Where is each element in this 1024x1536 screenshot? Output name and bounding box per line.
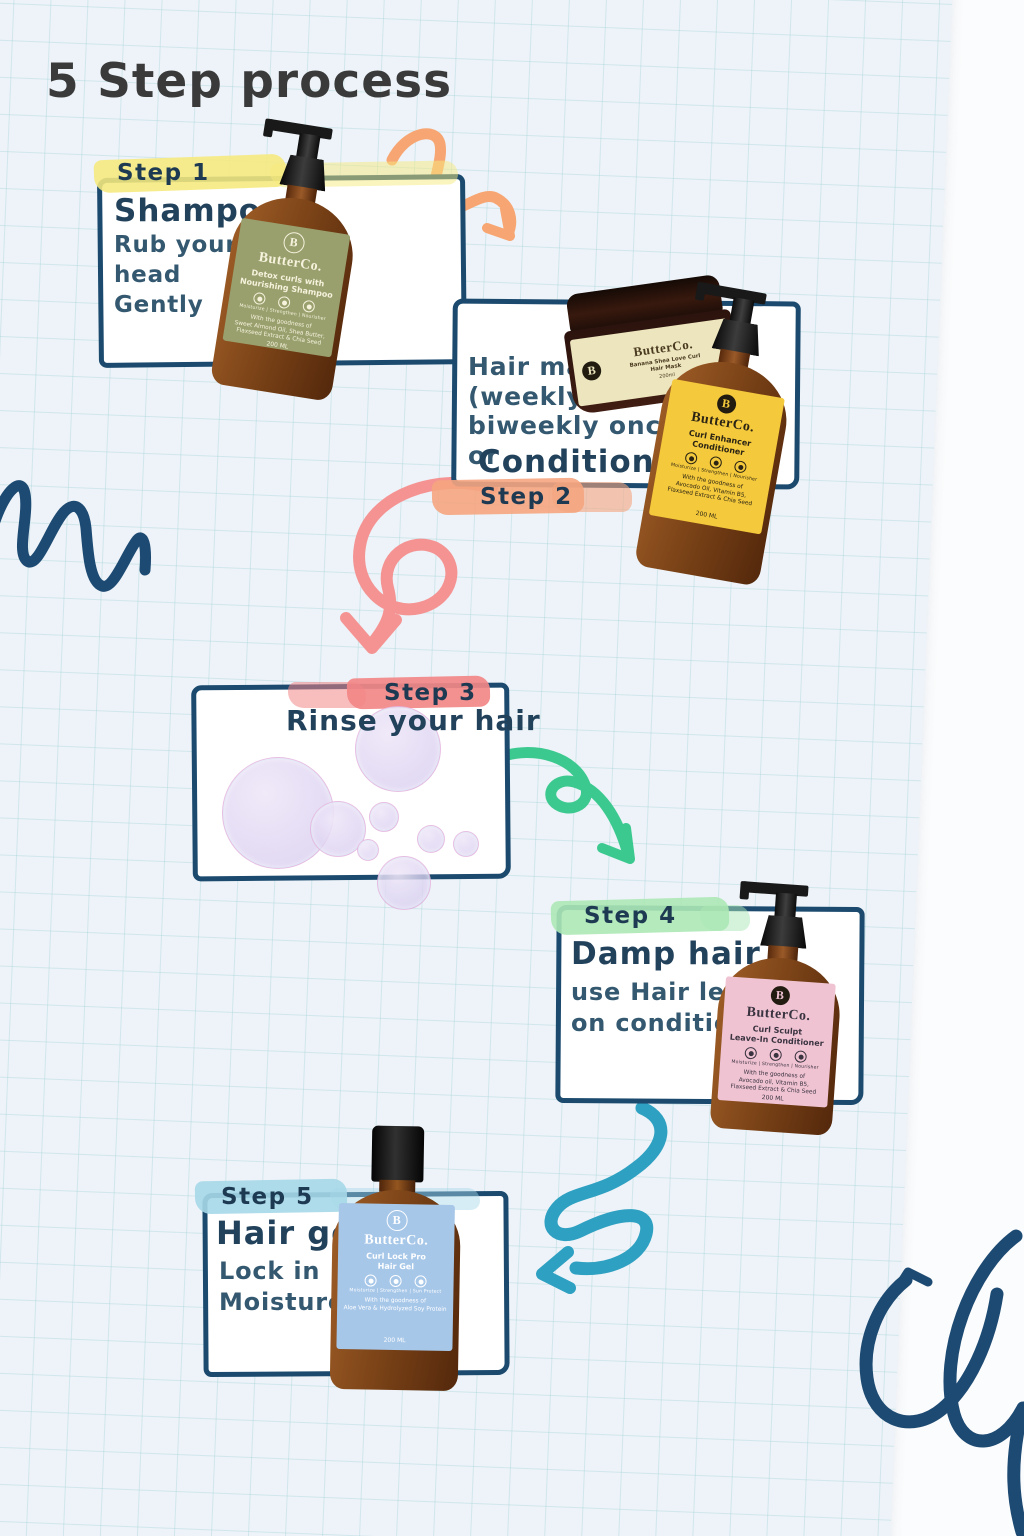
feature-captions: Moisturize | Strengthen | Sun Protect: [349, 1288, 442, 1295]
strengthen-icon: [277, 295, 291, 310]
step-1-label: Step 1: [117, 160, 210, 186]
strengthen-icon: [769, 1048, 783, 1062]
bottle-cap: [371, 1125, 424, 1183]
hair-gel-bottle: B ButterCo. Curl Lock Pro Hair Gel Moist…: [329, 1125, 463, 1392]
loop-arrow-step3-to-step4-icon: [492, 747, 635, 864]
bubble: [310, 801, 366, 857]
page-title: 5 Step process: [46, 54, 453, 109]
product-name: Curl Lock Pro Hair Gel: [366, 1251, 426, 1271]
brand-name: ButterCo.: [364, 1232, 429, 1249]
brand-name: ButterCo.: [746, 1004, 811, 1025]
nourish-icon: [733, 460, 748, 475]
butterco-logo-icon: B: [769, 985, 791, 1006]
butterco-logo-icon: B: [281, 230, 306, 255]
step-3-heading: Rinse your hair: [286, 704, 541, 737]
leave-in-conditioner-bottle: B ButterCo. Curl Sculpt Leave-In Conditi…: [709, 880, 848, 1136]
bubble: [417, 825, 445, 853]
bubble: [369, 802, 399, 832]
conditioner-label: B ButterCo. Curl Enhancer Conditioner Mo…: [649, 378, 785, 535]
moisturize-icon: [744, 1046, 758, 1060]
nourish-icon: [301, 299, 316, 314]
butterco-logo-icon: B: [715, 392, 738, 415]
volume-text: 200 ML: [695, 509, 718, 521]
navy-zigzag-scribble-left: [0, 480, 151, 592]
bubble: [377, 856, 431, 910]
sun-protect-icon: [414, 1275, 427, 1288]
step-5-body: Lock in Moisture: [219, 1257, 345, 1317]
butterco-logo-icon: B: [385, 1209, 408, 1232]
volume-text: 200 ML: [761, 1093, 784, 1103]
flourish-arrowhead-icon: [889, 1267, 933, 1299]
moisturize-icon: [252, 291, 267, 306]
nourish-icon: [794, 1050, 808, 1064]
step-3-label: Step 3: [384, 680, 477, 706]
bubble: [357, 839, 379, 861]
navy-flourish-scribble-bottom-right: [859, 1229, 1024, 1536]
hair-gel-label: B ButterCo. Curl Lock Pro Hair Gel Moist…: [336, 1203, 455, 1351]
step-5-label: Step 5: [221, 1184, 314, 1210]
ingredients-text: With the goodness of Avocado oil, Vitami…: [730, 1069, 817, 1097]
ingredients-text: With the goodness of Aloe Vera & Hydroly…: [343, 1297, 447, 1313]
loop-arrow-step2-to-step3-icon: [340, 476, 498, 654]
product-name: Curl Sculpt Leave-In Conditioner: [729, 1024, 824, 1048]
bubble: [453, 831, 479, 857]
step-4-label: Step 4: [584, 903, 677, 929]
strengthen-icon: [389, 1275, 402, 1288]
moisturize-icon: [684, 451, 699, 466]
step-2-label: Step 2: [480, 484, 573, 510]
bubble: [355, 706, 441, 792]
strengthen-icon: [708, 455, 723, 470]
zigzag-arrow-step4-to-step5-icon: [536, 1101, 668, 1294]
step-1-body: Rub your head Gently: [114, 232, 238, 318]
leave-in-label: B ButterCo. Curl Sculpt Leave-In Conditi…: [717, 976, 836, 1108]
shampoo-label: B ButterCo. Detox curls with Nourishing …: [222, 217, 351, 358]
butterco-logo-icon: B: [580, 360, 603, 382]
volume-text: 200 ML: [383, 1336, 406, 1345]
moisturize-icon: [364, 1274, 377, 1287]
feature-icons: [364, 1274, 427, 1288]
